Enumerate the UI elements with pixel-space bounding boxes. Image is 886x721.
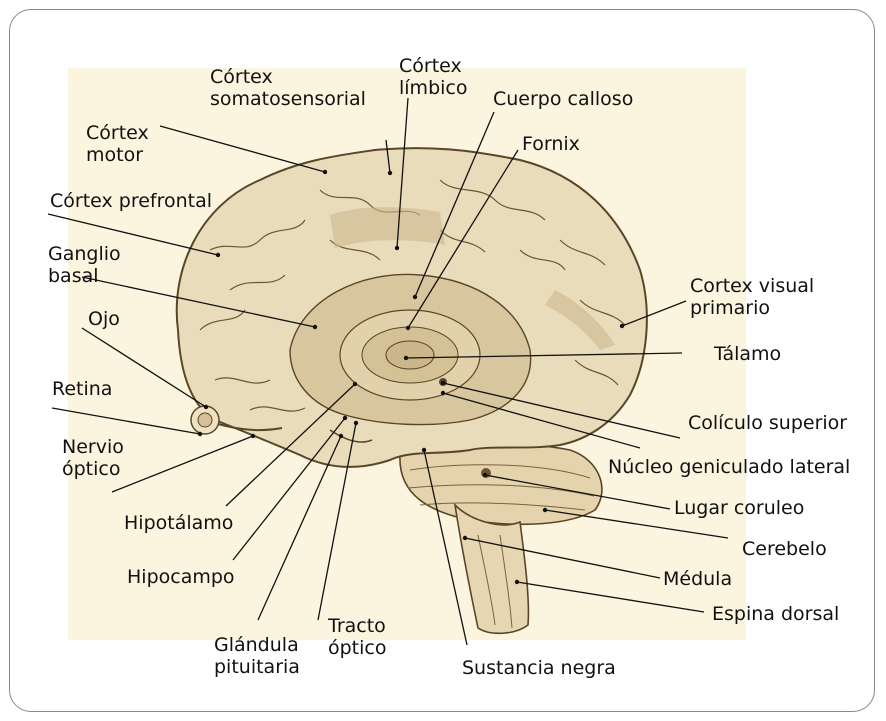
label-cortex-visual-primario: Cortex visual primario [690, 275, 814, 319]
label-nucleo-geniculado-lateral: Núcleo geniculado lateral [608, 456, 850, 478]
label-cortex-motor: Córtex motor [86, 122, 149, 166]
label-tracto-optico: Tracto óptico [328, 615, 386, 659]
label-fornix: Fornix [522, 133, 580, 155]
label-line: límbico [399, 77, 467, 99]
label-cuerpo-calloso: Cuerpo calloso [493, 88, 633, 110]
label-cortex-limbico: Córtex límbico [399, 55, 467, 99]
label-retina: Retina [52, 378, 112, 400]
label-cortex-prefrontal: Córtex prefrontal [50, 190, 212, 212]
label-line: Córtex [210, 66, 366, 88]
label-nervio-optico: Nervio óptico [62, 436, 124, 480]
label-talamo: Tálamo [714, 343, 781, 365]
label-line: primario [690, 297, 814, 319]
label-medula: Médula [663, 568, 732, 590]
label-cerebelo: Cerebelo [742, 538, 827, 560]
label-line: Córtex [399, 55, 467, 77]
label-line: motor [86, 144, 149, 166]
label-ojo: Ojo [88, 308, 120, 330]
label-line: pituitaria [214, 656, 300, 678]
label-line: Cortex visual [690, 275, 814, 297]
label-line: Glándula [214, 634, 300, 656]
label-line: somatosensorial [210, 88, 366, 110]
label-sustancia-negra: Sustancia negra [462, 657, 616, 679]
label-glandula-pituitaria: Glándula pituitaria [214, 634, 300, 678]
label-line: Córtex [86, 122, 149, 144]
label-ganglio-basal: Ganglio basal [48, 243, 121, 287]
label-cortex-somatosensorial: Córtex somatosensorial [210, 66, 366, 110]
label-hipotalamo: Hipotálamo [124, 512, 233, 534]
label-hipocampo: Hipocampo [127, 566, 235, 588]
label-espina-dorsal: Espina dorsal [712, 603, 839, 625]
label-coliculo-superior: Colículo superior [688, 412, 847, 434]
label-line: basal [48, 265, 121, 287]
label-line: Ganglio [48, 243, 121, 265]
label-line: óptico [328, 637, 386, 659]
label-line: Nervio [62, 436, 124, 458]
label-lugar-coruleo: Lugar coruleo [674, 497, 804, 519]
label-line: Tracto [328, 615, 386, 637]
label-line: óptico [62, 458, 124, 480]
